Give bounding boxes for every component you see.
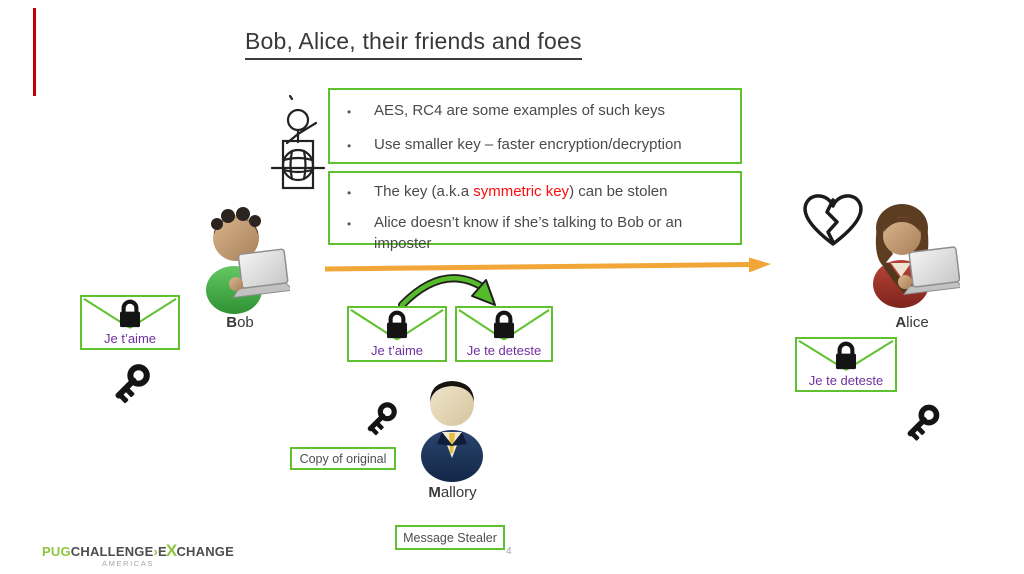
copy-arrow [398, 274, 496, 308]
padlock-icon [384, 309, 410, 340]
speaker-doodle-icon [270, 94, 326, 190]
mallory-label-initial: M [428, 484, 441, 501]
message-flow-arrow [324, 257, 771, 273]
logo-challenge: CHALLENGE [70, 544, 154, 559]
alice-avatar [873, 204, 960, 308]
envelope-mallory-original: Je t’aime [347, 306, 447, 362]
mallory-label-rest: allory [440, 484, 477, 501]
bullet-marker: • [347, 139, 352, 153]
bullet-text: Alice doesn’t know if she’s talking to B… [374, 214, 683, 252]
bullet-marker: • [347, 217, 352, 231]
callout-key-risks: • The key (a.k.a symmetric key) can be s… [328, 171, 742, 252]
padlock-icon [491, 309, 517, 340]
bob-label: Bob [190, 314, 290, 331]
message-stealer-label: Message Stealer [395, 525, 505, 550]
bullet-item: • Alice doesn’t know if she’s talking to… [347, 212, 732, 254]
logo-wordmark: PUGCHALLENGE›EXCHANGE [42, 541, 234, 561]
logo-x: X [165, 541, 178, 560]
pug-challenge-logo: PUGCHALLENGE›EXCHANGE AMERICAS [42, 541, 234, 568]
slide-title: Bob, Alice, their friends and foes [245, 28, 582, 60]
bob-avatar [206, 207, 290, 314]
alice-label-initial: A [895, 314, 907, 331]
envelope-bob-original: Je t’aime [80, 295, 180, 350]
risk-text-pre: The key (a.k.a [374, 183, 474, 200]
bullet-text: Use smaller key – faster encryption/decr… [374, 136, 682, 153]
red-accent-bar [33, 8, 36, 96]
bullet-marker: • [347, 105, 352, 119]
envelope-alice-received: Je te deteste [795, 337, 897, 392]
bullet-text: AES, RC4 are some examples of such keys [374, 102, 665, 119]
bullet-item: • The key (a.k.a symmetric key) can be s… [347, 181, 732, 204]
callout-key-examples: • AES, RC4 are some examples of such key… [328, 88, 742, 164]
alice-label: Alice [862, 314, 962, 331]
bob-label-rest: ob [237, 314, 254, 331]
key-icon-alice [897, 397, 945, 449]
alice-label-rest: lice [906, 314, 929, 331]
risk-text-post: ) can be stolen [569, 183, 668, 200]
bob-label-initial: B [226, 314, 238, 331]
page-number: 4 [506, 546, 512, 557]
envelope-mallory-forged: Je te deteste [455, 306, 553, 362]
key-icon-bob [104, 358, 156, 410]
bullet-marker: • [347, 186, 352, 200]
mallory-label: Mallory [405, 484, 500, 501]
padlock-icon [833, 340, 859, 371]
broken-heart-icon [803, 194, 863, 246]
logo-change: CHANGE [176, 544, 234, 559]
mallory-avatar [421, 381, 483, 482]
copy-of-original-label: Copy of original [290, 447, 396, 470]
logo-pug: PUG [42, 544, 71, 559]
bullet-item: • AES, RC4 are some examples of such key… [347, 100, 732, 123]
bullet-item: • Use smaller key – faster encryption/de… [347, 134, 732, 157]
symmetric-key-highlight: symmetric key [473, 183, 570, 200]
envelope-text: Je te deteste [808, 373, 884, 388]
bullet-text: The key (a.k.a symmetric key) can be sto… [374, 181, 732, 204]
envelope-text: Je t’aime [103, 331, 157, 346]
logo-separator: › [153, 544, 159, 559]
padlock-icon [117, 298, 143, 329]
envelope-text: Je te deteste [466, 343, 542, 358]
logo-americas: AMERICAS [102, 559, 154, 568]
key-icon-copied [358, 396, 402, 442]
envelope-text: Je t’aime [370, 343, 424, 358]
logo-e: E [158, 544, 167, 559]
